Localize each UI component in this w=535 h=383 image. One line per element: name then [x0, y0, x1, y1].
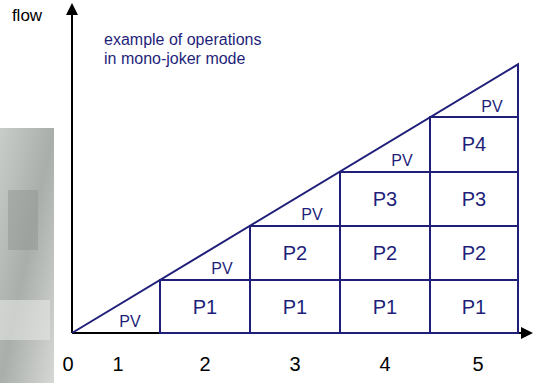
pump-box: P3 — [339, 171, 431, 227]
pump-label: P2 — [283, 242, 307, 264]
tick-label: 4 — [379, 352, 390, 376]
pump-box: P3 — [429, 171, 519, 227]
pump-box: P1 — [249, 279, 341, 334]
pump-label: P1 — [193, 296, 217, 318]
photo-strip — [0, 128, 54, 383]
axes — [66, 3, 533, 339]
note-text: example of operations in mono-joker mode — [104, 30, 272, 68]
axis-title: flow — [12, 6, 42, 26]
region-label: PV — [211, 259, 232, 278]
tick-label: 0 — [62, 352, 73, 376]
pump-box: P2 — [429, 225, 519, 281]
tick-label: 3 — [289, 352, 300, 376]
pump-label: P2 — [462, 242, 486, 264]
pump-label: P3 — [462, 188, 486, 210]
pump-label: P3 — [373, 188, 397, 210]
flow-diagonal — [72, 64, 518, 333]
pump-label: P1 — [283, 296, 307, 318]
tick-label: 2 — [199, 352, 210, 376]
region-label: PV — [119, 312, 140, 331]
pump-box: P2 — [339, 225, 431, 281]
region-label: PV — [481, 97, 502, 116]
pump-box: P1 — [159, 279, 251, 334]
axis-arrowhead — [66, 3, 78, 15]
pump-label: P2 — [373, 242, 397, 264]
pump-label: P1 — [462, 296, 486, 318]
axis-arrowhead — [521, 327, 533, 339]
pump-box: P4 — [429, 116, 519, 172]
tick-label: 1 — [112, 352, 123, 376]
pump-label: P1 — [373, 296, 397, 318]
pump-box: P2 — [249, 225, 341, 281]
region-label: PV — [301, 205, 322, 224]
pump-label: P4 — [462, 133, 486, 155]
tick-label: 5 — [472, 352, 483, 376]
y-axis — [71, 12, 73, 333]
pump-box: P1 — [429, 279, 519, 334]
region-label: PV — [391, 151, 412, 170]
pump-box: P1 — [339, 279, 431, 334]
